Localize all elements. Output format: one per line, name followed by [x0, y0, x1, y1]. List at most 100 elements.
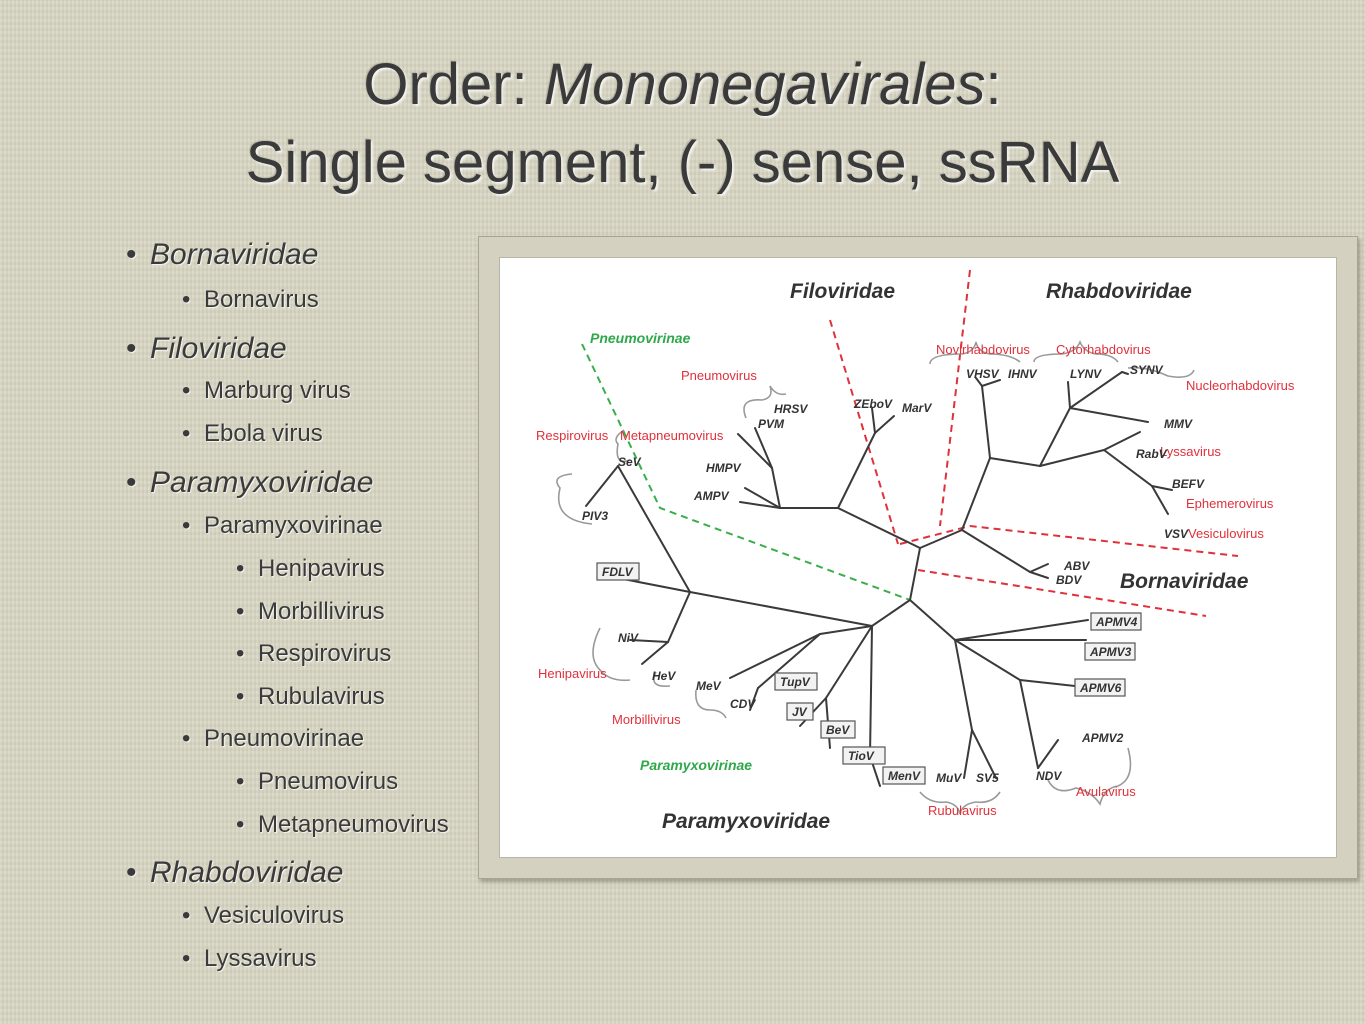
bullet-level-3: Rubulavirus: [236, 683, 385, 711]
taxon-label: TioV: [848, 749, 875, 763]
rhabdoviridae-division-line: [939, 269, 971, 527]
taxon-label: SeV: [618, 455, 642, 469]
genus-label: Avulavirus: [1076, 784, 1136, 799]
tree-branch: [1067, 381, 1071, 409]
bullet-level-2: Bornavirus: [182, 286, 319, 314]
clade-brace: [1033, 339, 1119, 363]
family-label: Rhabdoviridae: [1046, 280, 1192, 303]
bullet-level-3: Metapneumovirus: [236, 811, 449, 839]
taxon-box: [1090, 612, 1142, 631]
taxon-label: MMV: [1164, 417, 1193, 431]
bullet-level-1: Rhabdoviridae: [126, 856, 344, 890]
tree-branch: [1039, 449, 1105, 467]
taxon-label: NDV: [1036, 769, 1062, 783]
tree-backbone: [871, 547, 921, 627]
genus-label: Lyssavirus: [1160, 444, 1221, 459]
bullet-level-2: Lyssavirus: [182, 945, 317, 973]
tree-branch: [819, 625, 873, 635]
tree-branch: [689, 591, 873, 627]
clade-brace: [694, 689, 727, 719]
tree-branch: [1019, 679, 1076, 687]
genus-label: Respirovirus: [536, 428, 609, 443]
bullet-level-1: Bornaviridae: [126, 238, 319, 272]
taxon-label: BEFV: [1172, 477, 1205, 491]
genus-label: Morbillivirus: [612, 712, 681, 727]
clade-brace: [919, 791, 1001, 815]
taxon-label: MarV: [902, 401, 932, 415]
taxon-label: APMV4: [1095, 615, 1138, 629]
tree-branch: [869, 625, 873, 757]
tree-branch: [757, 633, 821, 689]
title-line-1: Order: Mononegavirales:: [363, 52, 1002, 117]
family-label: Bornaviridae: [1120, 570, 1249, 593]
bullet-level-2: Ebola virus: [182, 420, 323, 448]
taxon-label: BDV: [1056, 573, 1082, 587]
taxon-label: PIV3: [582, 509, 608, 523]
clade-brace: [1127, 366, 1195, 378]
tree-branch: [1039, 407, 1071, 467]
genus-label: Nucleorhabdovirus: [1186, 378, 1295, 393]
tree-branch: [1037, 739, 1059, 769]
family-label: Filoviridae: [790, 280, 895, 303]
genus-label: Novirhabdovirus: [936, 342, 1030, 357]
tree-branch: [825, 625, 873, 699]
taxon-box: [842, 746, 886, 765]
taxon-label: VSV: [1164, 527, 1189, 541]
tree-branch: [975, 377, 983, 387]
tree-branch: [954, 639, 1021, 681]
tree-branch: [771, 467, 781, 509]
taxon-label: VHSV: [966, 367, 1000, 381]
tree-branch: [954, 639, 973, 731]
taxon-box: [882, 766, 926, 785]
clade-brace: [592, 627, 631, 682]
tree-branch: [1121, 371, 1129, 375]
rhabdo-borna-division-line: [899, 524, 1239, 557]
taxon-label: CDV: [730, 697, 756, 711]
bullet-level-1: Paramyxoviridae: [126, 466, 373, 500]
subfamily-label: Pneumovirinae: [590, 330, 691, 346]
family-label: Paramyxoviridae: [662, 810, 830, 833]
taxon-label: MenV: [888, 769, 921, 783]
tree-branch: [971, 729, 997, 779]
tree-branch: [961, 529, 1031, 573]
tree-branch: [1103, 449, 1153, 487]
taxon-box: [786, 702, 814, 721]
tree-branch: [739, 501, 781, 509]
taxon-label: MuV: [936, 771, 962, 785]
tree-branch: [1029, 563, 1049, 573]
taxon-box: [820, 720, 856, 739]
tree-branch: [641, 641, 669, 665]
taxon-box: [596, 562, 640, 581]
tree-branch: [737, 433, 773, 469]
bullet-level-2: Vesiculovirus: [182, 902, 344, 930]
taxon-label: APMV2: [1081, 731, 1124, 745]
bornaviridae-division-line: [917, 569, 1207, 617]
tree-branch: [837, 507, 921, 549]
clade-brace: [743, 385, 787, 419]
bullet-level-3: Pneumovirus: [236, 768, 398, 796]
taxon-label: LYNV: [1070, 367, 1102, 381]
tree-svg: Filoviridae RhabdoviridaeBornaviridaePara…: [536, 269, 1295, 833]
taxon-label: PVM: [758, 417, 785, 431]
tree-branch: [1069, 407, 1149, 423]
slide-title: Order: Mononegavirales: Single segment, …: [0, 46, 1365, 202]
tree-branch: [1151, 485, 1173, 491]
taxon-label: SYNV: [1130, 363, 1164, 377]
clade-brace: [615, 429, 631, 463]
taxon-label: ABV: [1063, 559, 1090, 573]
tree-branch: [1103, 431, 1141, 451]
taxon-label: TupV: [780, 675, 811, 689]
genus-label: Cytorhabdovirus: [1056, 342, 1151, 357]
tree-backbone: [919, 529, 963, 549]
taxon-label: FDLV: [602, 565, 634, 579]
bullet-level-2: Paramyxovirinae: [182, 512, 383, 540]
tree-branch: [837, 432, 876, 509]
taxon-label: HeV: [652, 669, 676, 683]
tree-branch: [989, 457, 1041, 467]
taxon-label: APMV6: [1079, 681, 1122, 695]
filoviridae-division-line: [829, 319, 899, 545]
genus-label: Ephemerovirus: [1186, 496, 1274, 511]
clade-brace: [556, 473, 593, 525]
taxon-label: APMV3: [1089, 645, 1132, 659]
